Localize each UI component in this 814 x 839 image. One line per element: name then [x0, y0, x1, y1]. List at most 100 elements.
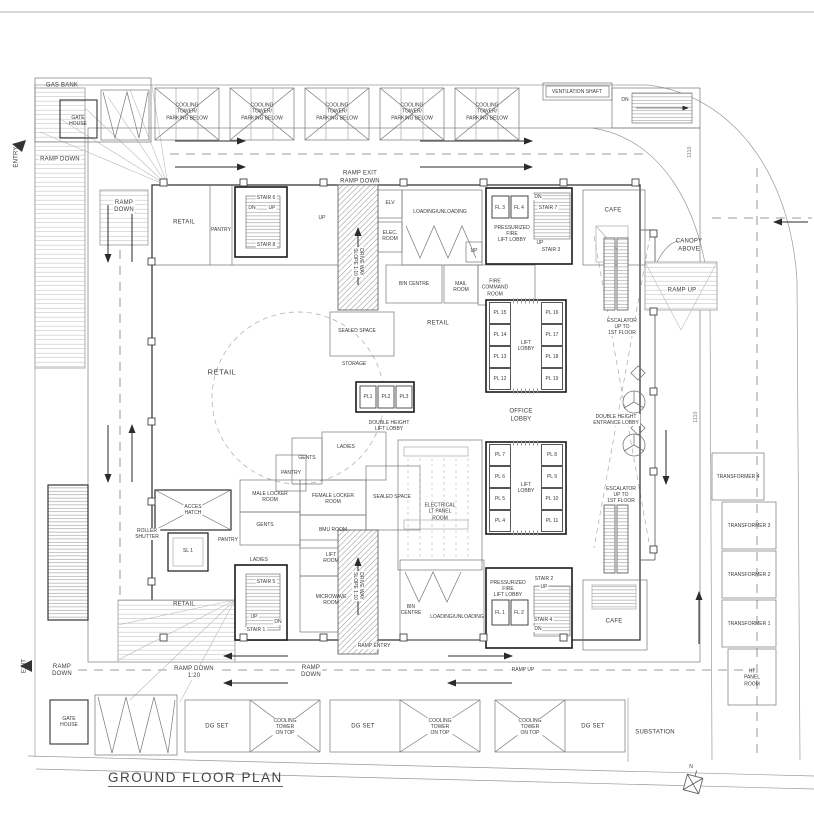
cafe-label: CAFE: [605, 618, 623, 625]
acces-hatch-label: ACCES HATCH: [183, 504, 203, 516]
dn-label: DN: [533, 194, 543, 200]
dimension-label: 1110: [686, 146, 693, 158]
bmu-room-label: BMU ROOM: [318, 526, 348, 533]
ramp-entry-label: RAMP ENTRY: [356, 643, 392, 649]
stair-6-label: STAIR 6: [255, 195, 277, 201]
bin-centre-label: BIN CENTRE: [400, 603, 422, 616]
lift-pl8-label: PL 8: [546, 451, 558, 458]
transformer-2-label: TRANSFORMER 2: [727, 571, 771, 578]
cooling-tower-on-top-label: COOLING TOWER ON TOP: [272, 718, 298, 736]
entry-label: ENTRY: [13, 146, 20, 168]
office-lobby-label: OFFICE LOBBY: [509, 408, 533, 423]
lift-pl19-label: PL 19: [545, 375, 559, 382]
lift-fl2-label: FL 2: [514, 609, 524, 616]
lift-pl9-label: PL 9: [546, 473, 558, 480]
ht-panel-room-label: HT PANEL ROOM: [743, 668, 761, 688]
stair-3-label: STAIR 3: [540, 247, 562, 253]
retail-label: RETAIL: [207, 367, 237, 377]
transformer-3-label: TRANSFORMER 3: [727, 522, 771, 529]
lift-pl12-label: PL 12: [493, 375, 507, 382]
mail-room-label: MAIL ROOM: [453, 280, 469, 293]
dg-set-label: DG SET: [581, 723, 605, 730]
ramp-up-label: RAMP UP: [510, 667, 536, 673]
ramp-down-120-label: RAMP DOWN 1:20: [173, 665, 215, 681]
microwave-room-label: MICROWAVE ROOM: [315, 593, 347, 606]
stair-8-label: STAIR 8: [255, 242, 277, 248]
ladies-label: LADIES: [250, 556, 268, 563]
up-label: UP: [249, 614, 259, 620]
bin-centre-label: BIN CENTRE: [398, 280, 430, 287]
north-arrow-label: N: [689, 763, 693, 770]
exit-label: EXIT: [21, 658, 28, 674]
dg-set-label: DG SET: [351, 723, 375, 730]
cooling-tower-parking-label: COOLING TOWER/ PARKING BELOW: [166, 102, 208, 122]
gents-label: GENTS: [298, 454, 316, 461]
lift-lobby-label: LIFT LOBBY: [517, 481, 535, 494]
pantry-label: PANTRY: [281, 469, 301, 476]
lift-pl10-label: PL 10: [545, 495, 559, 502]
sealed-space-label: SEALED SPACE: [338, 327, 376, 334]
male-locker-room-label: MALE LOCKER ROOM: [252, 490, 288, 503]
ramp-down-label: RAMP DOWN: [39, 156, 81, 164]
driveway-label: DRIVE WAY SLOPE 1:10: [352, 247, 364, 277]
dimension-label: 1110: [692, 411, 699, 423]
substation-label: SUBSTATION: [635, 729, 675, 736]
ladies-label: LADIES: [337, 443, 355, 450]
escalator-label: ESCALATOR UP TO 1ST FLOOR: [605, 486, 637, 504]
cooling-tower-on-top-label: COOLING TOWER ON TOP: [427, 718, 453, 736]
lift-pl11-label: PL 11: [545, 517, 559, 524]
up-label: UP: [318, 214, 326, 221]
dg-set-label: DG SET: [205, 723, 229, 730]
loading-unloading-label: LOADING/UNLOADING: [430, 613, 484, 620]
fire-command-room-label: FIRE COMMAND ROOM: [481, 278, 509, 298]
sl1-label: SL 1: [182, 547, 194, 554]
lift-pl18-label: PL 18: [545, 353, 559, 360]
lift-pl7-label: PL 7: [494, 451, 506, 458]
roller-shutter-label: ROLLER SHUTTER: [134, 528, 160, 540]
ventilation-shaft-label: VENTILATION SHAFT: [551, 88, 603, 95]
gents-label: GENTS: [256, 521, 274, 528]
elv-label: ELV: [385, 199, 395, 206]
transformer-4-label: TRANSFORMER 4: [716, 473, 760, 480]
pressurized-fire-lift-lobby-label: PRESSURIZED FIRE LIFT LOBBY: [489, 580, 527, 598]
pantry-label: PANTRY: [211, 226, 231, 233]
loading-unloading-label: LOADING/UNLOADING: [413, 208, 467, 215]
cooling-tower-parking-label: COOLING TOWER/ PARKING BELOW: [241, 102, 283, 122]
double-height-entrance-lobby-label: DOUBLE HEIGHT ENTRANCE LOBBY: [592, 414, 640, 426]
dn-label: DN: [533, 626, 543, 632]
escalator-label: ESCALATOR UP TO 1ST FLOOR: [606, 318, 638, 336]
ramp-exit-label: RAMP EXIT RAMP DOWN: [340, 170, 380, 185]
canopy-above-label: CANOPY ABOVE: [675, 238, 703, 253]
cooling-tower-parking-label: COOLING TOWER/ PARKING BELOW: [316, 102, 358, 122]
double-height-lift-lobby-label: DOUBLE HEIGHT LIFT LOBBY: [368, 419, 410, 432]
lift-pl4-label: PL 4: [494, 517, 506, 524]
lift-fl3-label: FL 3: [495, 204, 505, 211]
dn-label: DN: [247, 205, 257, 211]
up-label: UP: [539, 584, 549, 590]
lift-pl2-label: PL2: [381, 393, 391, 400]
lift-lobby-label: LIFT LOBBY: [517, 339, 535, 352]
pressurized-fire-lift-lobby-label: PRESSURIZED FIRE LIFT LOBBY: [493, 225, 531, 243]
lift-pl16-label: PL 16: [545, 309, 559, 316]
retail-label: RETAIL: [173, 219, 195, 226]
retail-label: RETAIL: [427, 320, 449, 327]
lift-fl4-label: FL 4: [514, 204, 524, 211]
up-label: UP: [535, 240, 545, 246]
elec-room-label: ELEC. ROOM: [382, 229, 398, 242]
pantry-label: PANTRY: [218, 536, 238, 543]
lift-pl5-label: PL 5: [494, 495, 506, 502]
stair-4-label: STAIR 4: [532, 617, 554, 623]
cooling-tower-parking-label: COOLING TOWER/ PARKING BELOW: [391, 102, 433, 122]
ramp-down-label: RAMP DOWN: [113, 199, 135, 215]
dn-label: DN: [621, 96, 629, 103]
retail-label: RETAIL: [173, 601, 195, 608]
storage-label: STORAGE: [341, 360, 367, 367]
stair-5-label: STAIR 5: [255, 579, 277, 585]
gate-house-top-label: GATE HOUSE: [69, 114, 87, 127]
ramp-down-label: RAMP DOWN: [300, 664, 322, 680]
gate-house-bottom-label: GATE HOUSE: [60, 715, 78, 728]
lift-fl1-label: FL 1: [495, 609, 505, 616]
cafe-label: CAFE: [604, 207, 622, 214]
